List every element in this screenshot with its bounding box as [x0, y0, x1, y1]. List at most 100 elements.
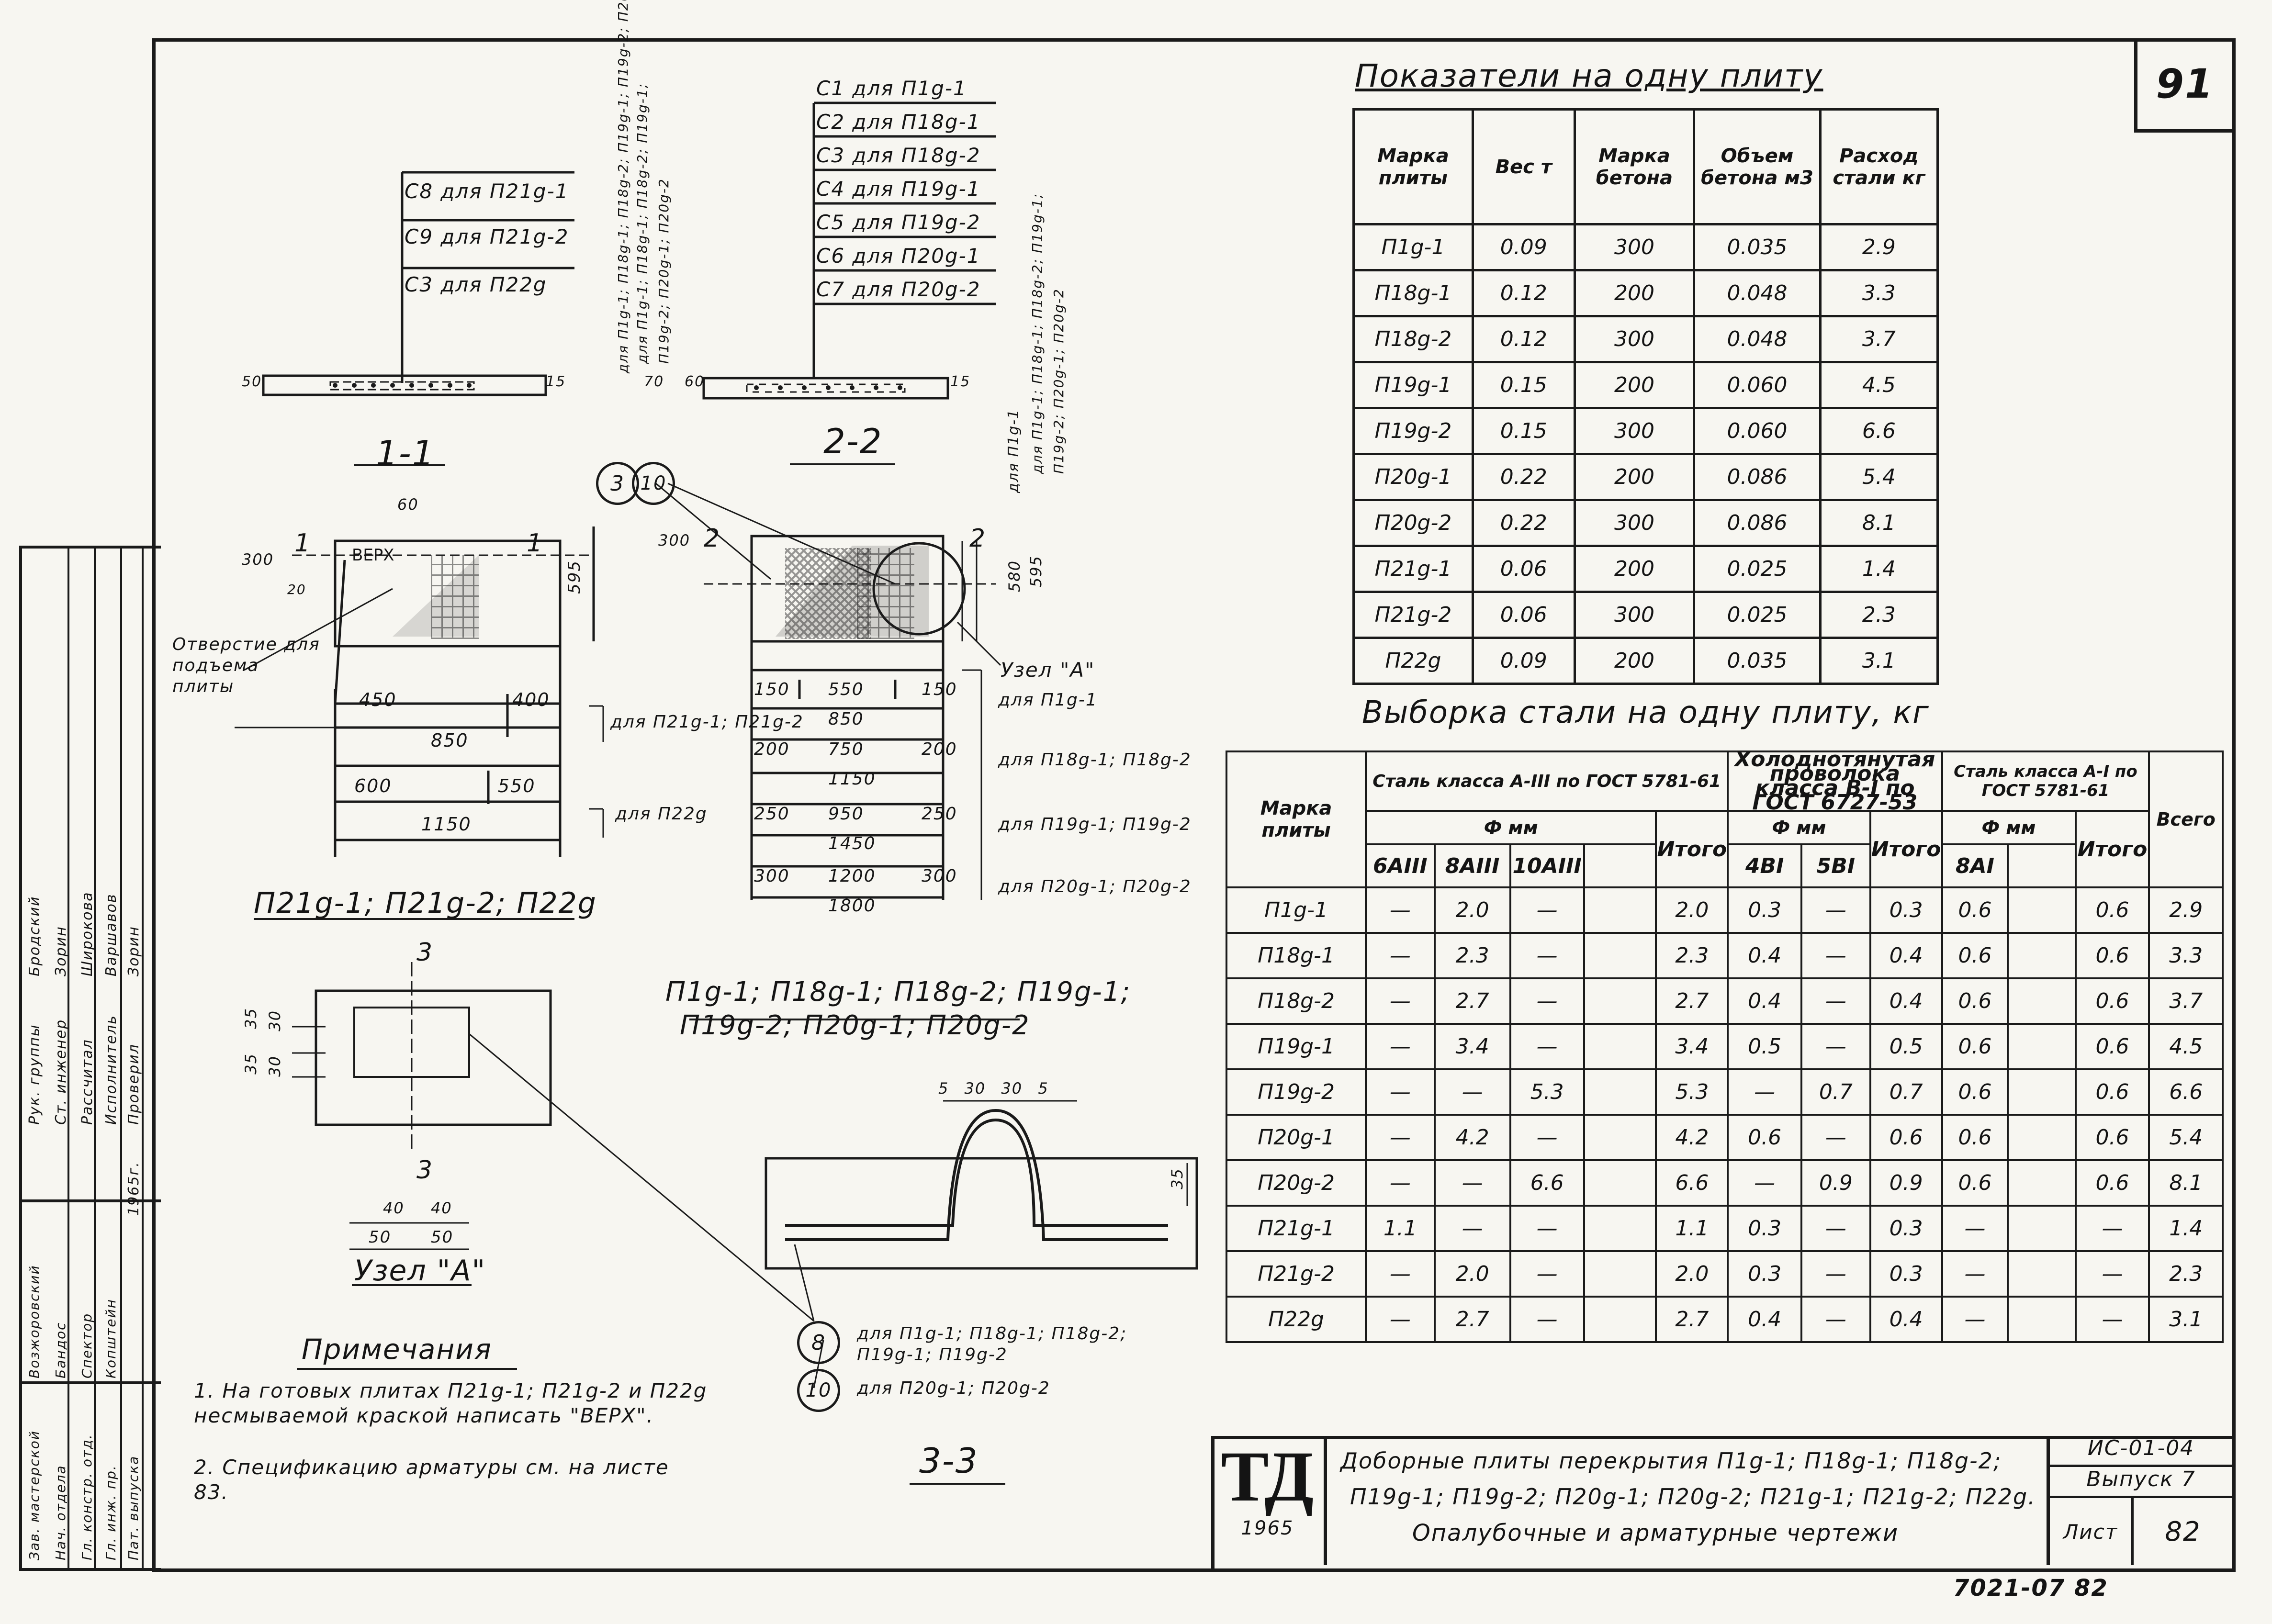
indicators-table: Марка плиты Вес т Марка бетона Объем бет…	[1352, 108, 1939, 685]
steel-cell: —	[1433, 1159, 1511, 1207]
col-steel: Расход стали кг	[1819, 108, 1939, 225]
steel-cell: —	[1365, 1250, 1436, 1298]
stamp-name: Бродский	[26, 896, 43, 976]
steel-cell: —	[1509, 932, 1585, 979]
plan2-dim-a: 250	[754, 804, 790, 824]
indicators-cell: 3.3	[1819, 269, 1939, 317]
logo: ТД	[1221, 1437, 1314, 1516]
indicators-cell: 200	[1573, 637, 1696, 685]
plan1-d400: 400	[512, 689, 550, 710]
plan2-dim-595: 595	[1027, 555, 1045, 588]
steel-cell: —	[1509, 977, 1585, 1025]
title-line-1: Доборные плиты перекрытия П1g-1; П18g-1;…	[1340, 1448, 2002, 1474]
steel-cell	[1583, 886, 1657, 934]
h-c6: 8АI	[1941, 843, 2009, 888]
steel-cell: 0.5	[1727, 1023, 1802, 1070]
node-d35a: 35	[242, 1008, 260, 1029]
sec11-dim-left: 50	[242, 373, 262, 390]
sheet-number: 91	[2156, 60, 2214, 107]
steel-cell: 2.7	[1433, 977, 1511, 1025]
sec33-mark-10: 10	[797, 1369, 840, 1412]
indicators-cell: 300	[1573, 591, 1696, 639]
col-mark: Марка плиты	[1352, 108, 1474, 225]
steel-cell: 0.9	[1869, 1159, 1943, 1207]
node-d35b: 35	[242, 1053, 260, 1075]
steel-cell: 0.4	[1727, 977, 1802, 1025]
indicators-cell: 0.06	[1471, 591, 1576, 639]
steel-cell: 2.0	[1433, 1250, 1511, 1298]
stamp-role: Исполнитель	[103, 1015, 120, 1125]
steel-cell: —	[1800, 932, 1871, 979]
indicators-cell: 0.12	[1471, 269, 1576, 317]
h-group3: Сталь класса А-I по ГОСТ 5781-61	[1941, 750, 2150, 812]
stamp-name2: Бандос	[53, 1322, 68, 1378]
steel-cell: 0.6	[1941, 977, 2009, 1025]
steel-cell: 0.3	[1869, 1205, 1943, 1252]
steel-cell: 0.6	[1727, 1114, 1802, 1161]
steel-cell: 5.4	[2148, 1114, 2224, 1161]
stamp-role2: Зав. мастерской	[26, 1430, 42, 1560]
sec33-note10: для П20g-1; П20g-2	[857, 1378, 1050, 1398]
node-d40a: 40	[383, 1199, 405, 1217]
plan2-dim-total: 1800	[828, 896, 876, 916]
steel-cell: 0.6	[2074, 886, 2150, 934]
sheet-number-box: 91	[2134, 38, 2232, 133]
plan1-d550: 550	[498, 775, 536, 796]
steel-cell: 1.1	[1655, 1205, 1729, 1252]
indicators-cell: П22g	[1352, 637, 1474, 685]
steel-cell	[2007, 977, 2077, 1025]
sec33-title: 3-3	[919, 1441, 979, 1481]
plan2-dim-a: 150	[754, 680, 790, 699]
plan1-dim-20: 20	[287, 582, 306, 597]
stamp-name: Зорин	[53, 926, 69, 976]
sec33-note8: для П1g-1; П18g-1; П18g-2; П19g-1; П19g-…	[857, 1324, 1127, 1365]
steel-cell: 5.3	[1509, 1068, 1585, 1116]
plan2-dim-note: для П18g-1; П18g-2	[998, 750, 1192, 770]
indicators-cell: 0.086	[1693, 499, 1822, 547]
steel-cell: 2.0	[1433, 886, 1511, 934]
steel-cell: —	[1941, 1205, 2009, 1252]
indicators-cell: П18g-1	[1352, 269, 1474, 317]
steel-cell: —	[1365, 1159, 1436, 1207]
h-c-empty	[1583, 843, 1657, 888]
sec33-mark-8-text: 8	[811, 1330, 826, 1355]
steel-cell: —	[1509, 1023, 1585, 1070]
title-block	[1211, 1436, 2232, 1568]
indicators-cell: 4.5	[1819, 361, 1939, 409]
indicators-cell: 0.09	[1471, 637, 1576, 685]
steel-cell	[1583, 932, 1657, 979]
plan2-dim-c: 250	[922, 804, 957, 824]
steel-cell: 6.6	[2148, 1068, 2224, 1116]
sec11-legend-1: С9 для П21g-2	[405, 225, 569, 248]
steel-cell	[2007, 1159, 2077, 1207]
steel-cell	[1583, 1023, 1657, 1070]
sec33-mark-8: 8	[797, 1321, 840, 1364]
steel-cell: —	[1727, 1068, 1802, 1116]
sec22-vert-note1: для П1g-1; П18g-1; П18g-2; П19g-1;	[634, 82, 650, 364]
steel-cell: 5.3	[1655, 1068, 1729, 1116]
stamp-role2: Гл. констр. отд.	[79, 1434, 95, 1560]
h-phi2: Ф мм	[1727, 810, 1871, 845]
plan2-dim-a: 300	[754, 866, 790, 886]
plan2-mark-10: 10	[632, 462, 675, 505]
sheet-label: Лист	[2050, 1498, 2134, 1565]
plan2-dim-note: для П20g-1; П20g-2	[998, 877, 1192, 896]
plan1-hole-note: Отверстие для подъема плиты	[172, 635, 320, 696]
indicators-title: Показатели на одну плиту	[1355, 57, 1823, 94]
steel-cell: 0.6	[1941, 1159, 2009, 1207]
indicators-cell: 3.7	[1819, 315, 1939, 363]
node-d50b: 50	[431, 1228, 454, 1247]
steel-cell	[2007, 1296, 2077, 1343]
steel-cell: 6.6	[1509, 1159, 1585, 1207]
h-c3: 10АIII	[1509, 843, 1585, 888]
steel-cell: —	[1365, 1114, 1436, 1161]
col-weight: Вес т	[1471, 108, 1576, 225]
